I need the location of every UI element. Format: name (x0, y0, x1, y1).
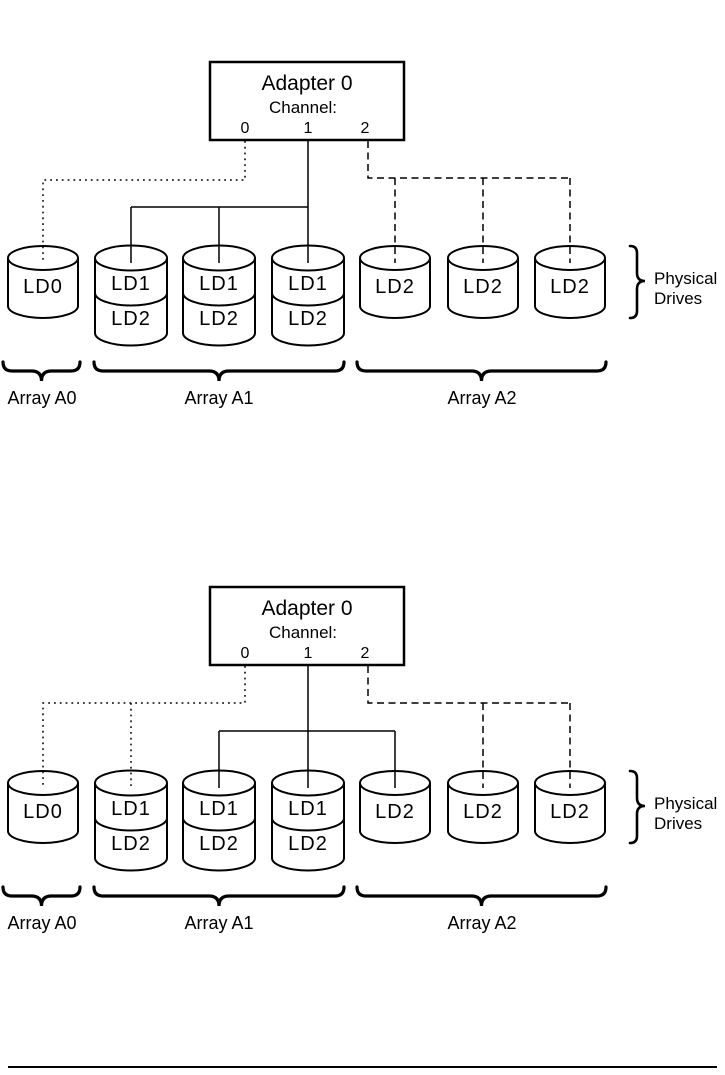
array-label: Array A1 (184, 388, 253, 408)
channel-2-label: 2 (361, 120, 370, 137)
array-a1-brace (92, 885, 346, 907)
channel-0-label: 0 (241, 645, 250, 662)
drive-label: LD2 (375, 801, 415, 823)
drive-label: LD2 (111, 308, 151, 330)
channel-2-label: 2 (361, 645, 370, 662)
physical-drives-label-line2: Drives (654, 289, 702, 308)
channel2-dashed-link (367, 141, 571, 263)
drive-label: LD2 (199, 833, 239, 855)
channel-1-label: 1 (304, 645, 313, 662)
array-a0-brace (1, 360, 82, 382)
drive-label: LD1 (288, 798, 328, 820)
physical-drives-label-line2: Drives (654, 814, 702, 833)
drive-label: LD0 (23, 276, 63, 298)
array-a2-brace (355, 360, 608, 382)
adapter-box (208, 60, 406, 142)
channel-1-label: 1 (304, 120, 313, 137)
array-a0-brace (1, 885, 82, 907)
channel-label: Channel: (269, 623, 337, 642)
physical-drives-brace (628, 769, 646, 845)
array-label: Array A2 (447, 913, 516, 933)
array-label: Array A0 (7, 913, 76, 933)
array-label: Array A0 (7, 388, 76, 408)
drive-label: LD1 (111, 798, 151, 820)
physical-drives-label-line1: Physical (654, 794, 717, 813)
drive-label: LD2 (463, 801, 503, 823)
channel-0-label: 0 (241, 120, 250, 137)
drive-label: LD1 (288, 273, 328, 295)
drive-label: LD2 (111, 833, 151, 855)
drive-label: LD1 (111, 273, 151, 295)
array-label: Array A2 (447, 388, 516, 408)
physical-drives-label-line1: Physical (654, 269, 717, 288)
adapter-box (208, 585, 406, 667)
channel1-solid-link (218, 666, 396, 788)
channel2-dashed-link (367, 666, 571, 788)
drive-label: LD2 (463, 276, 503, 298)
drive-label: LD2 (550, 276, 590, 298)
drive-label: LD1 (199, 273, 239, 295)
channel-label: Channel: (269, 98, 337, 117)
array-label: Array A1 (184, 913, 253, 933)
drive-label: LD2 (288, 308, 328, 330)
adapter-title: Adapter 0 (261, 597, 352, 620)
array-a1-brace (92, 360, 346, 382)
channel1-solid-link (130, 141, 309, 263)
drive-label: LD2 (288, 833, 328, 855)
drive-label: LD1 (199, 798, 239, 820)
channel0-dotted-link (42, 141, 246, 263)
drive-label: LD0 (23, 801, 63, 823)
drive-label: LD2 (375, 276, 415, 298)
diagram-top: Adapter 0 Channel: 0 1 2 LD0 LD1 LD2 LD1… (1, 60, 717, 408)
physical-drives-brace (628, 244, 646, 320)
channel0-dotted-link (42, 666, 246, 788)
drive-label: LD2 (550, 801, 590, 823)
drive-label: LD2 (199, 308, 239, 330)
diagram-bottom: Adapter 0 Channel: 0 1 2 LD0 LD1 LD2 LD1… (1, 585, 717, 933)
array-a2-brace (355, 885, 608, 907)
adapter-title: Adapter 0 (261, 72, 352, 95)
